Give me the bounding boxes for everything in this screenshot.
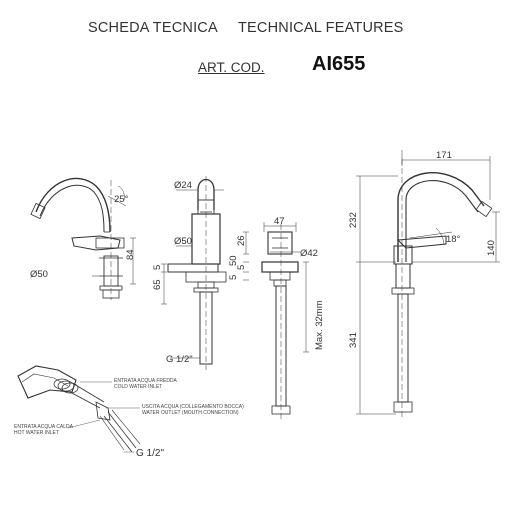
dim-5-side: 5 — [152, 265, 163, 270]
callout-outlet-en: WATER OUTLET (MOUTH CONNECTION) — [142, 410, 239, 416]
dim-341: 341 — [348, 332, 359, 348]
callout-hot-inlet-it: ENTRATA ACQUA CALDA — [14, 424, 74, 430]
title-technical-features: TECHNICAL FEATURES — [238, 20, 404, 36]
dim-diameter-24: Ø24 — [174, 180, 192, 191]
dim-max-32mm: Max. 32mm — [314, 300, 325, 350]
dim-angle-25: 25° — [114, 194, 129, 205]
dim-171: 171 — [436, 150, 452, 161]
title-scheda-tecnica: SCHEDA TECNICA — [88, 20, 218, 36]
dim-diameter-42: Ø42 — [300, 248, 318, 259]
dim-84: 84 — [125, 249, 136, 260]
front-section-view — [243, 222, 309, 420]
dim-5-front-a: 5 — [236, 265, 247, 270]
dim-g12-side: G 1/2" — [166, 354, 193, 365]
callout-cold-inlet-it: ENTRATA ACQUA FREDDA — [114, 378, 178, 384]
callout-g12: G 1/2" — [136, 448, 164, 459]
dim-26: 26 — [236, 235, 247, 246]
dim-47: 47 — [274, 216, 285, 227]
callout-hot-inlet-en: HOT WATER INLET — [14, 430, 59, 436]
article-code: AI655 — [312, 53, 366, 75]
dim-diameter-50-side: Ø50 — [174, 236, 192, 247]
art-cod-label: ART. COD. — [198, 60, 265, 75]
callout-outlet-it: USCITA ACQUA (COLLEGAMENTO BOCCA) — [142, 404, 244, 410]
side-section-view — [161, 176, 227, 370]
dim-angle-18: 18° — [446, 234, 461, 245]
dim-232: 232 — [348, 212, 359, 228]
elevation-view — [356, 150, 500, 420]
top-view — [30, 177, 136, 300]
dim-65: 65 — [152, 279, 163, 290]
callout-cold-inlet-en: COLD WATER INLET — [114, 384, 162, 390]
connection-iso-view — [17, 365, 141, 453]
dim-50-front: 50 — [228, 255, 239, 266]
dim-140: 140 — [486, 240, 497, 256]
dim-diameter-50-top: Ø50 — [30, 269, 48, 280]
dim-5-front-b: 5 — [228, 275, 239, 280]
